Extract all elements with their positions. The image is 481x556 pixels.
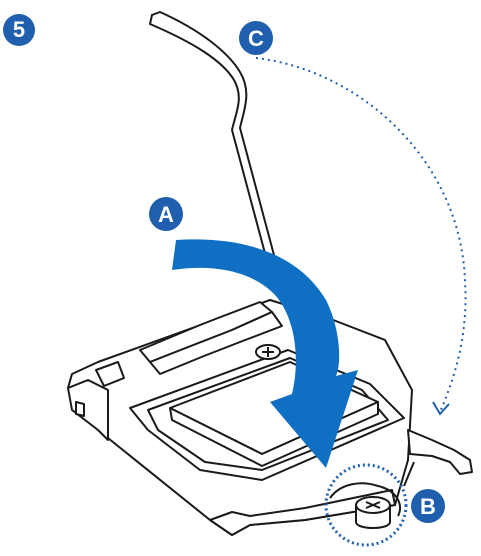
marker-b-label: B: [420, 494, 436, 519]
retention-screw: [256, 345, 280, 359]
marker-c: C: [239, 21, 273, 55]
marker-c-label: C: [248, 26, 264, 51]
step-number: 5: [13, 17, 25, 42]
marker-b: B: [411, 489, 445, 523]
marker-a: A: [149, 197, 183, 231]
marker-a-label: A: [158, 202, 174, 227]
step-badge: 5: [3, 14, 35, 46]
